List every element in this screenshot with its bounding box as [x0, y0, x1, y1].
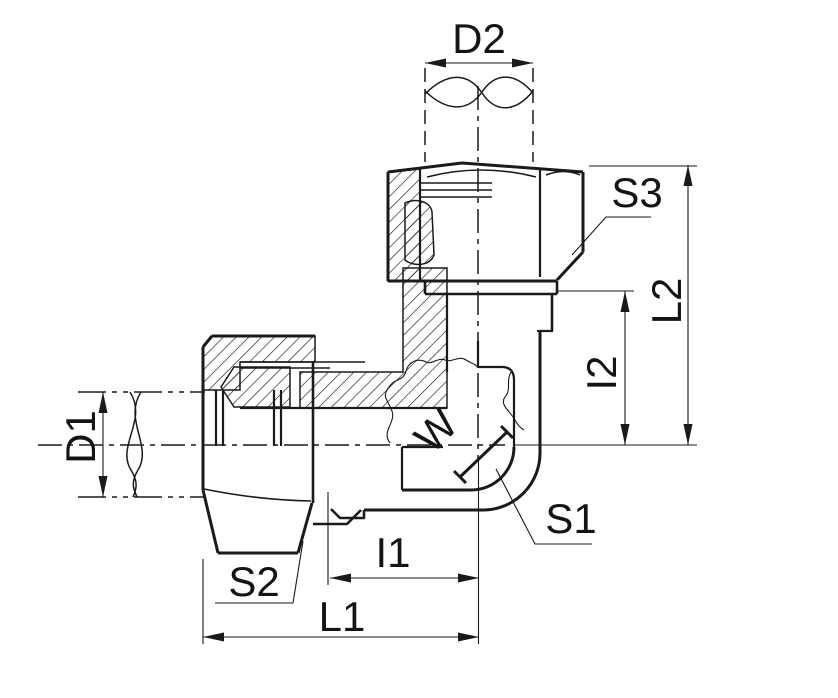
leader-s3: S3	[571, 169, 663, 256]
dim-d1: D1	[57, 392, 108, 497]
leader-line	[571, 216, 651, 256]
label-s3: S3	[611, 169, 662, 216]
body-outer-corner	[483, 451, 542, 512]
arrowhead	[620, 424, 630, 445]
arrowhead	[620, 291, 630, 312]
bore-break-edge	[400, 445, 443, 490]
dim-label-l1: L1	[319, 593, 366, 640]
leader-s2: S2	[215, 540, 304, 605]
label-s1: S1	[545, 495, 596, 542]
nut-outline	[296, 502, 314, 554]
arrowhead	[683, 424, 693, 445]
arrowhead	[512, 58, 533, 68]
tube-break-left	[78, 391, 205, 498]
counterbore-profile	[478, 365, 516, 447]
breakout-cloud	[502, 370, 525, 431]
dim-label-i1: I1	[375, 529, 410, 576]
dim-l1: L1	[203, 593, 479, 642]
hex-chamfer-curve	[426, 169, 537, 178]
thread-mark-bar	[458, 430, 509, 479]
ferrule-edge	[272, 390, 283, 446]
dim-label-d2: D2	[452, 15, 506, 62]
elbow-body	[240, 267, 559, 520]
arrowhead	[683, 165, 693, 186]
tube-end-edge	[214, 390, 225, 446]
breakout-cloud	[384, 357, 479, 444]
dim-i2: I2	[578, 291, 630, 445]
dim-l2: L2	[643, 165, 693, 445]
arrowhead	[458, 632, 479, 642]
dim-label-i2: I2	[578, 355, 625, 390]
leader-line	[215, 540, 304, 604]
hatch-region-ferrule	[220, 366, 291, 408]
arrowhead	[330, 573, 351, 583]
arrowhead	[458, 573, 479, 583]
leader-s1: S1	[495, 468, 597, 545]
left-nut	[201, 334, 365, 555]
thread-mark-bar-cap	[452, 469, 468, 485]
centerlines	[38, 86, 505, 458]
dim-label-d1: D1	[57, 410, 104, 464]
nut-outline	[555, 250, 585, 282]
body-end-cap	[313, 509, 362, 526]
arrowhead	[98, 392, 108, 413]
tube-break-top	[424, 68, 534, 162]
thread-mark-bar-cap	[499, 424, 515, 440]
label-s2: S2	[228, 558, 279, 605]
top-nut	[386, 161, 585, 283]
arrowhead	[425, 58, 446, 68]
tube-break-curve	[132, 391, 144, 498]
arrowhead	[98, 476, 108, 497]
dim-i1: I1	[330, 529, 479, 583]
arrowhead	[203, 632, 224, 642]
nut-outline	[201, 335, 214, 348]
nut-outline	[387, 161, 584, 174]
leader-line	[495, 468, 592, 545]
dim-label-l2: L2	[643, 278, 690, 325]
hex-chamfer-curve	[545, 170, 581, 176]
nut-outline	[201, 489, 220, 554]
bore-inner-corner	[402, 446, 516, 492]
hex-chamfer-curve	[203, 488, 312, 502]
tube-break-curve	[424, 76, 534, 108]
dim-d2: D2	[425, 15, 533, 68]
